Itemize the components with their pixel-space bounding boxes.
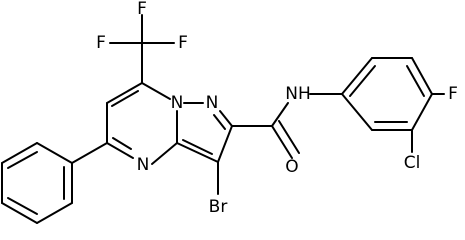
bond-c3-c3a: [176, 142, 219, 163]
atom-cl-aryl: Cl: [404, 153, 421, 173]
bond-carbonyl-o-double: [278, 120, 300, 154]
atom-f-top-left: F: [96, 33, 106, 53]
bond-phenyl-2-3: [36, 202, 73, 224]
bond-n2-c2-double: [213, 114, 226, 130]
bond-aryl-3-4: [411, 57, 433, 95]
bond-aryl-1-2-double: [349, 65, 376, 97]
bond-carbonyl-o: [271, 125, 293, 159]
atom-n-bridge: N: [171, 93, 184, 113]
atom-f-top-mid: F: [137, 0, 147, 19]
bond-aryl-1-2: [341, 57, 373, 95]
molecule-drawing: F F F N N NH F N O Cl Br: [1, 0, 458, 224]
bond-phenyl-6-1: [36, 142, 73, 164]
atom-f-aryl: F: [448, 84, 458, 104]
bond-c5-n4-double: [112, 137, 132, 150]
bond-c7-c6-double: [111, 90, 139, 107]
atom-nh-amide: NH: [285, 84, 311, 104]
atom-o-carbonyl: O: [285, 157, 298, 177]
atom-br: Br: [209, 197, 228, 217]
bond-c3-c3a-double: [182, 139, 213, 155]
bond-phenyl-5-6: [1, 142, 38, 164]
bond-phenyl-5-6-double: [7, 151, 38, 169]
bond-aryl-6-1: [341, 93, 373, 131]
bond-phenyl-3-4-double: [7, 197, 38, 215]
bond-n-bridge-c7: [141, 82, 171, 100]
bond-phenyl-3-4: [1, 202, 38, 224]
atom-f-top-right: F: [178, 33, 188, 53]
bond-aryl-3-4-double: [406, 65, 425, 97]
bond-n2-c2: [219, 110, 233, 127]
structure-canvas: F F F N N NH F N O Cl Br: [1, 0, 458, 224]
atom-n-pyrazole: N: [206, 93, 219, 113]
atom-n-pyrimidine: N: [137, 155, 150, 175]
bond-aryl-4-5: [411, 93, 433, 131]
bond-n4-c3a: [151, 142, 178, 165]
bond-carbonyl-nh: [271, 102, 289, 127]
bond-c5-n4: [106, 142, 134, 159]
bond-c7-c6: [106, 82, 143, 104]
bond-c2-c3: [217, 125, 233, 163]
bond-c5-phenyl: [71, 142, 108, 164]
